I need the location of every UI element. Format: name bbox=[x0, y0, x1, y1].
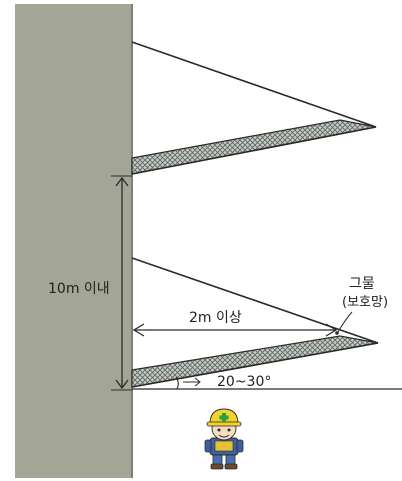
upper-net-bottom-edge bbox=[131, 126, 377, 175]
net-callout-leader bbox=[337, 311, 353, 333]
height-arrowhead-down bbox=[115, 379, 129, 390]
net-name-label: 그물 bbox=[349, 276, 375, 292]
width-arrowhead-left bbox=[132, 323, 145, 337]
width-arrowhead-right bbox=[325, 323, 338, 337]
net-callout-dot bbox=[335, 331, 339, 335]
lower-safety-net bbox=[131, 257, 379, 388]
net-width-label: 2m 이상 bbox=[189, 310, 242, 326]
lower-net-bottom-edge bbox=[131, 342, 379, 388]
angle-indicator bbox=[175, 376, 201, 390]
lower-net-cable bbox=[131, 257, 379, 344]
height-limit-label: 10m 이내 bbox=[48, 281, 110, 297]
upper-net-cable bbox=[131, 41, 377, 128]
height-dimension bbox=[111, 175, 132, 391]
height-arrowhead-up bbox=[115, 176, 129, 187]
green-cross-icon bbox=[219, 413, 229, 422]
angle-pointer-head bbox=[194, 377, 201, 387]
net-name-sub-label: (보호망) bbox=[342, 295, 388, 310]
upper-net-mesh bbox=[131, 119, 377, 175]
angle-range-label: 20~30° bbox=[217, 374, 271, 390]
building-wall bbox=[15, 4, 132, 478]
width-dimension bbox=[132, 323, 338, 337]
construction-worker-icon bbox=[204, 408, 244, 470]
upper-safety-net bbox=[131, 41, 377, 175]
angle-arc bbox=[175, 376, 179, 390]
